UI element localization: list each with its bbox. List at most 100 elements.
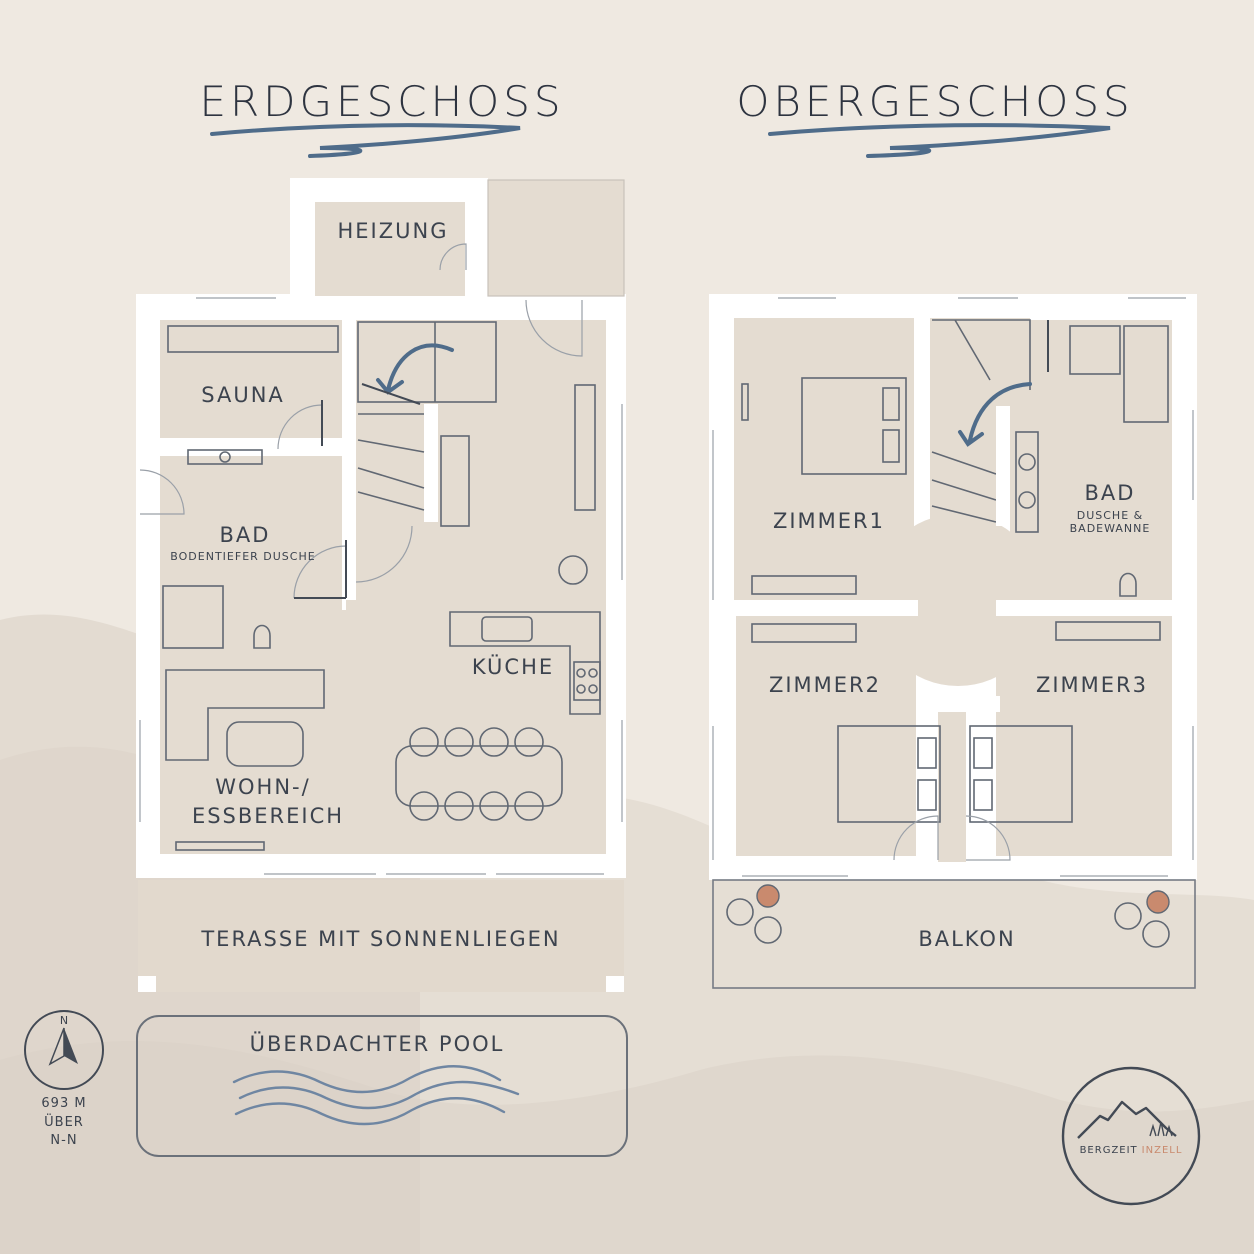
bath-door-lower xyxy=(293,545,347,599)
bath-sink-counter xyxy=(187,449,263,465)
room3-wardrobe xyxy=(1055,621,1161,641)
bath-door-side xyxy=(139,469,185,515)
upper-bath-shower xyxy=(1069,325,1121,375)
upper-bath-toilet xyxy=(1119,572,1137,597)
upper-bath-floor xyxy=(1010,320,1172,600)
room2-label: ZIMMER2 xyxy=(769,673,881,697)
elevation-line3: N-N xyxy=(50,1133,77,1148)
pool-waves xyxy=(232,1065,520,1126)
ground-floor-plan: HEIZUNG SAUNA BAD BODENTIEFER DUSCHE KÜC… xyxy=(136,178,626,992)
ground-bath-sublabel: BODENTIEFER DUSCHE xyxy=(170,550,315,563)
terrace-post-right xyxy=(606,976,624,992)
room2-balcony-door xyxy=(893,815,939,861)
upper-bath-sink-1 xyxy=(1018,453,1036,471)
kitchen-table-round xyxy=(558,555,588,585)
stair-door xyxy=(355,525,413,583)
living-sideboard xyxy=(175,841,265,851)
sauna-label: SAUNA xyxy=(201,383,285,407)
room1-label: ZIMMER1 xyxy=(773,509,885,533)
room2-wardrobe xyxy=(751,623,857,643)
entry-area xyxy=(487,179,625,297)
kitchen-link-floor xyxy=(346,600,606,640)
logo-name-part2: INZELL xyxy=(1142,1145,1183,1156)
room3-pillow-2 xyxy=(973,779,993,811)
ground-bath-label: BAD xyxy=(220,523,271,547)
bath-door-upper xyxy=(277,404,323,450)
balcony-label: BALKON xyxy=(918,927,1015,951)
kitchen-cooktop xyxy=(573,661,601,701)
entry-door xyxy=(525,299,583,357)
logo-trees-icon xyxy=(1149,1121,1173,1137)
hall-wall-bottom xyxy=(916,696,1000,712)
room3-floor xyxy=(996,616,1172,856)
room1-floor xyxy=(734,318,914,600)
elevation-line1: 693 M xyxy=(41,1096,86,1111)
room3-pillow-1 xyxy=(973,737,993,769)
living-label-line2: ESSBEREICH xyxy=(192,804,344,828)
terrace-label: TERASSE MIT SONNENLIEGEN xyxy=(200,927,560,951)
balcony-chairs-right xyxy=(1114,890,1170,948)
upper-bath-tub xyxy=(1123,325,1169,423)
logo-name-part1: BERGZEIT xyxy=(1080,1145,1138,1156)
heating-door xyxy=(439,243,467,271)
kitchen-sink xyxy=(481,616,533,642)
living-room-floor xyxy=(160,610,606,854)
room1-wardrobe xyxy=(751,575,857,595)
hall-wall-left xyxy=(870,600,918,616)
upper-floor-title-underline xyxy=(768,123,1111,158)
logo-mountain-icon xyxy=(1077,1100,1177,1139)
upper-floor-title: OBERGESCHOSS xyxy=(736,77,1133,126)
pool-outline xyxy=(136,1015,628,1157)
bath-sink xyxy=(219,451,231,463)
living-coffee-table xyxy=(226,721,304,767)
room2-bed xyxy=(837,725,941,823)
heating-room-floor xyxy=(315,202,465,296)
upper-bath-sublabel-line2: BADEWANNE xyxy=(1070,522,1151,535)
pool-label: ÜBERDACHTER POOL xyxy=(250,1031,505,1056)
living-label-line1: WOHN-/ xyxy=(215,775,310,799)
elevation-line2: ÜBER xyxy=(44,1113,84,1130)
kitchen-counter xyxy=(449,611,601,715)
ground-floor-title-group: ERDGESCHOSS xyxy=(199,77,564,158)
ground-floor-title: ERDGESCHOSS xyxy=(199,77,564,126)
compass: N 693 M ÜBER N-N xyxy=(24,1010,104,1148)
upper-bath-sink-2 xyxy=(1018,491,1036,509)
compass-needle-outline-icon xyxy=(48,1027,65,1066)
room3-label: ZIMMER3 xyxy=(1036,673,1148,697)
living-sofa xyxy=(165,669,325,761)
ground-floor-staircase xyxy=(357,321,497,522)
room2-pillow-2 xyxy=(917,779,937,811)
brand-logo: BERGZEIT INZELL xyxy=(1061,1066,1201,1206)
upper-floor-windows xyxy=(712,297,1194,877)
dining-table-with-chairs xyxy=(395,727,563,821)
upper-hall-floor xyxy=(872,514,1044,686)
compass-needle-icon xyxy=(64,1028,78,1064)
kitchen-wall-unit xyxy=(574,384,596,511)
compass-north-label: N xyxy=(60,1014,68,1027)
upper-corridor-south xyxy=(938,712,966,862)
upper-floor-plan: ZIMMER1 BAD DUSCHE & BADEWANNE ZIMMER2 Z… xyxy=(709,294,1197,989)
compass-ring xyxy=(24,1010,104,1090)
hall-wall-right xyxy=(996,600,1056,616)
room3-balcony-door xyxy=(965,815,1011,861)
room2-floor xyxy=(736,616,916,856)
ground-floor-title-underline xyxy=(210,123,521,158)
room1-pillow-2 xyxy=(882,429,900,463)
balcony-chairs-left xyxy=(726,884,782,944)
terrace-area xyxy=(138,880,624,992)
room2-pillow-1 xyxy=(917,737,937,769)
upper-floor-title-group: OBERGESCHOSS xyxy=(736,77,1133,158)
logo-text: BERGZEIT INZELL xyxy=(1080,1145,1183,1156)
kitchen-label: KÜCHE xyxy=(472,654,554,679)
logo-ring xyxy=(1061,1066,1201,1206)
room3-bed xyxy=(969,725,1073,823)
covered-pool: ÜBERDACHTER POOL xyxy=(136,1015,628,1157)
kitchen-island xyxy=(440,435,470,527)
ground-floor-windows xyxy=(139,297,623,875)
bath-shower xyxy=(162,585,224,649)
stair-kitchen-floor xyxy=(356,320,606,610)
upper-bath-sublabel-line1: DUSCHE & xyxy=(1077,509,1143,522)
upper-bath-label: BAD xyxy=(1085,481,1136,505)
